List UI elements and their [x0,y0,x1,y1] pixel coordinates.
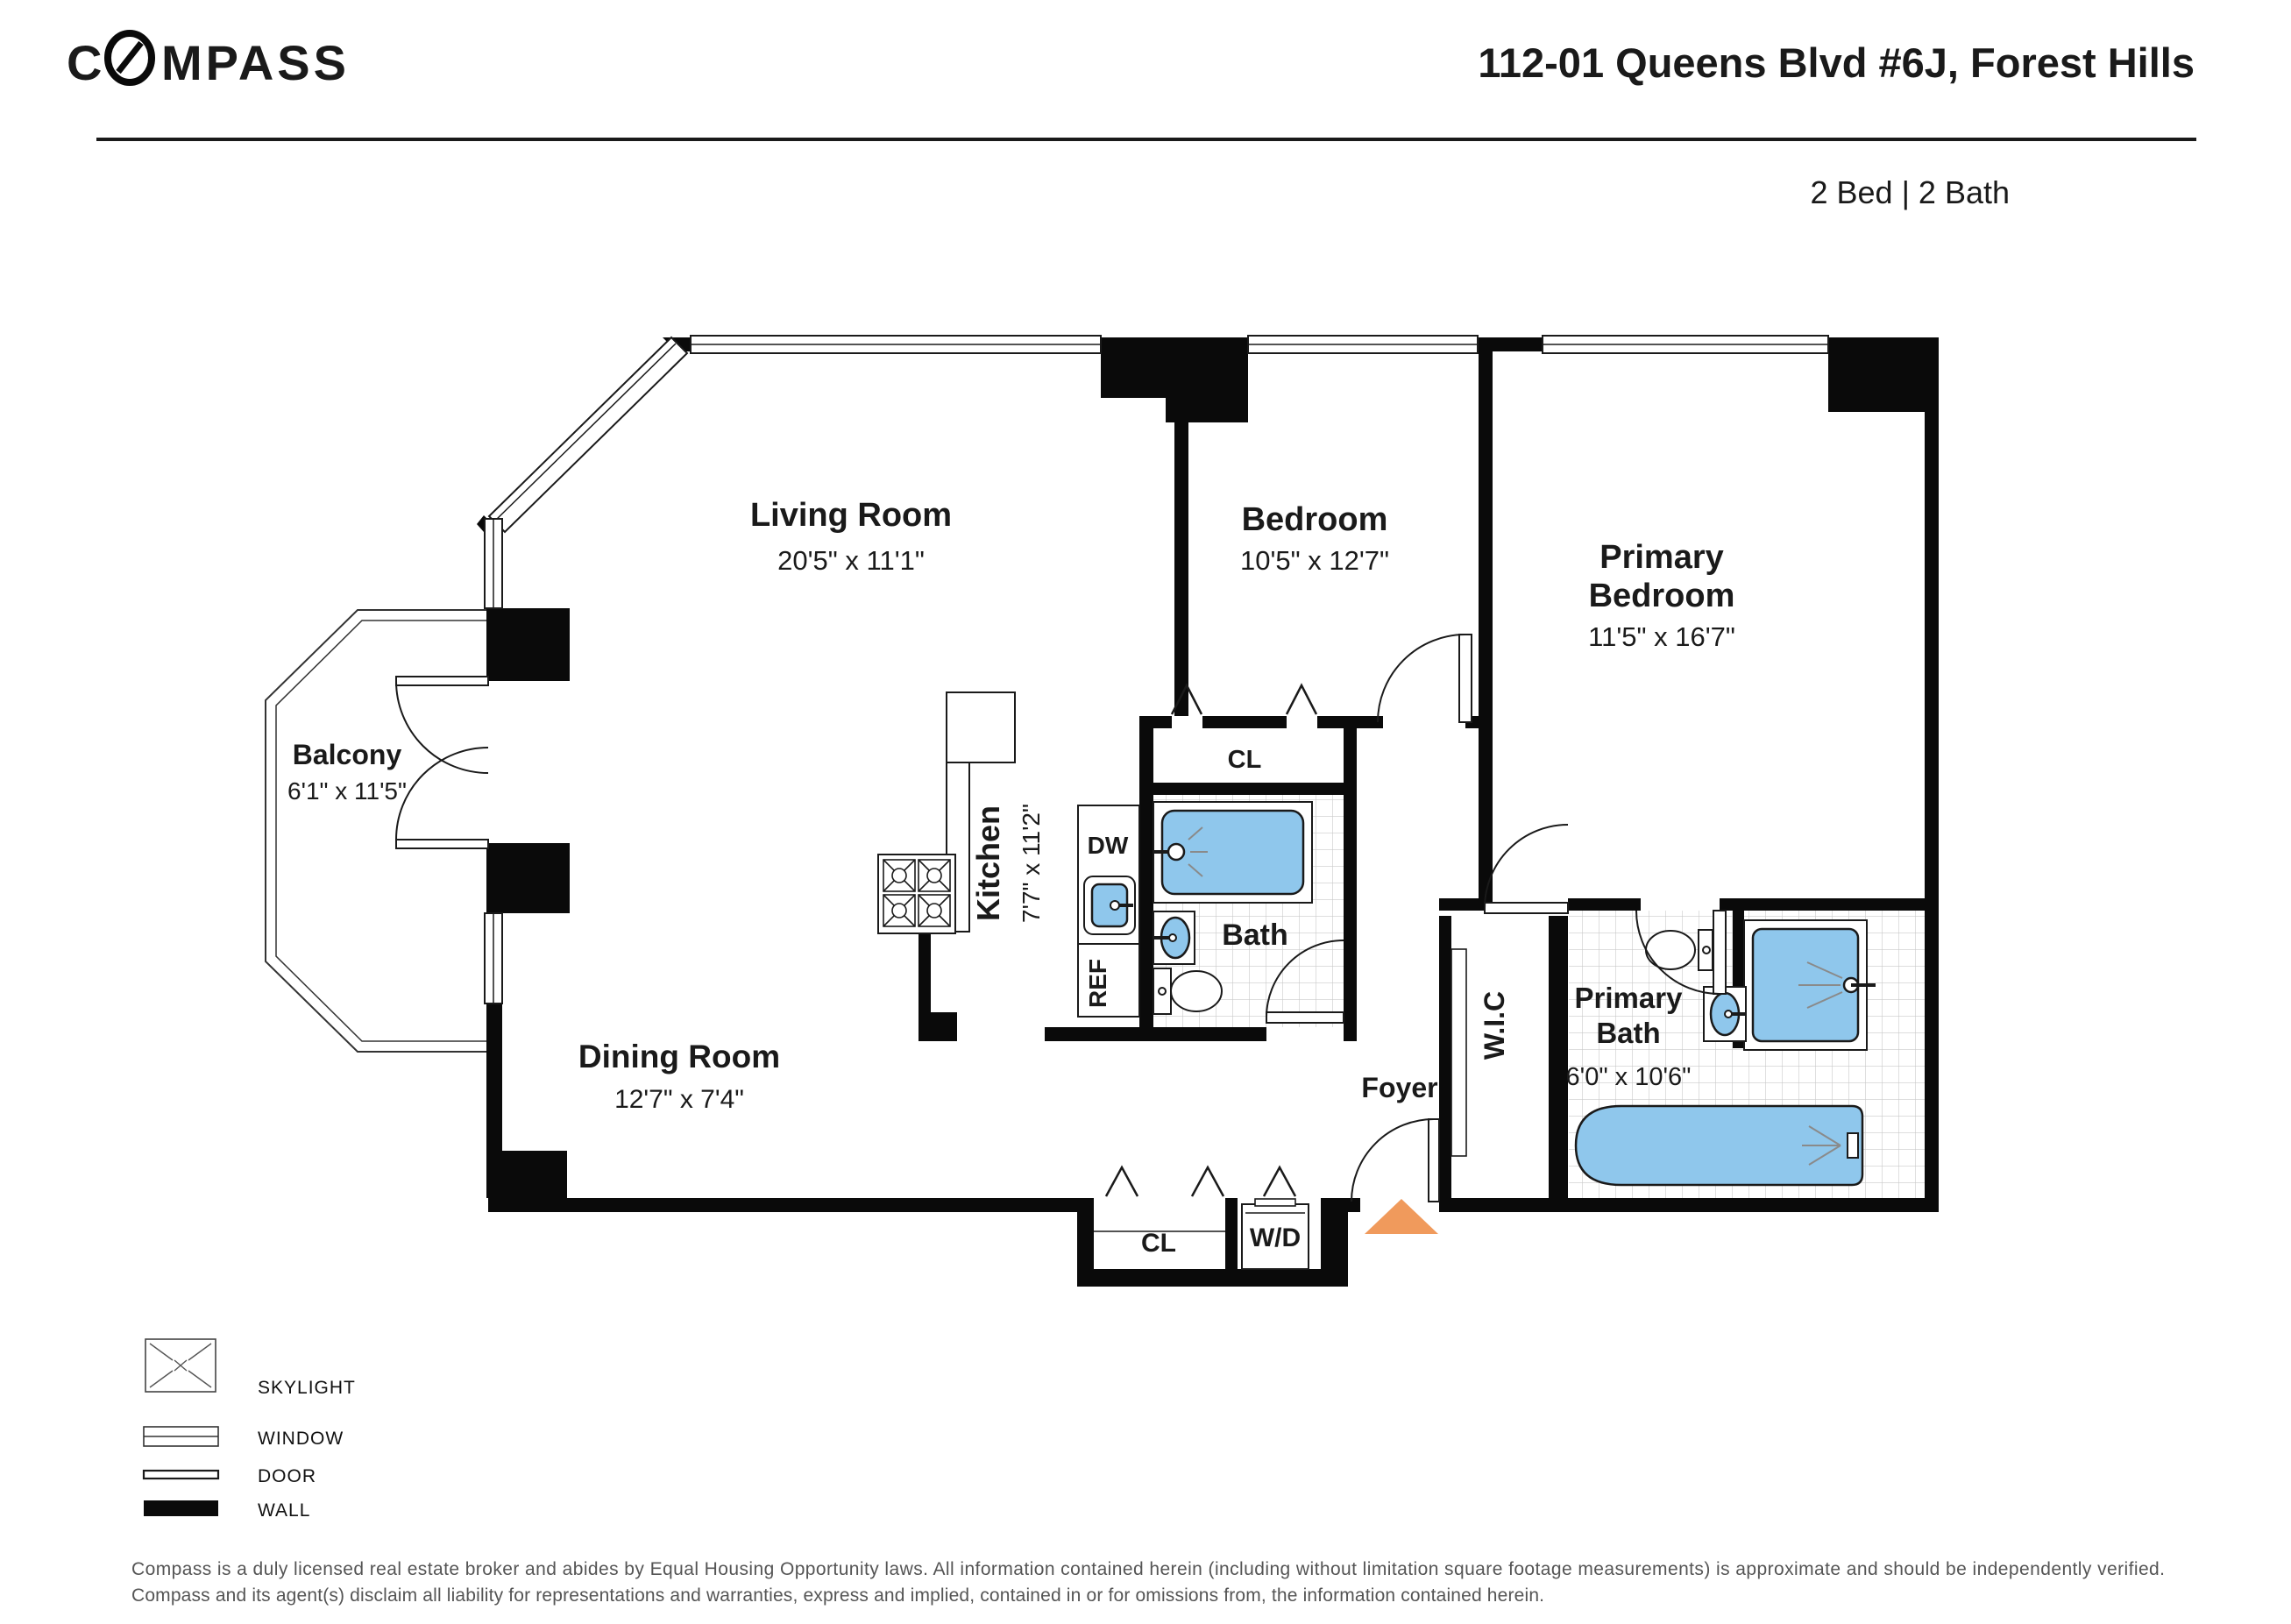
kitchen-dims: 7'7" x 11'2" [1018,804,1045,923]
closet-bifold-icon-5 [1262,1165,1297,1197]
bath-door [1266,940,1344,1024]
window-top-primary [1542,335,1829,354]
legend: SKYLIGHT WINDOW DOOR WALL [142,1338,356,1521]
refrigerator-label: REF [1084,959,1111,1008]
window-symbol-icon [143,1426,219,1447]
floor-plan: Living Room 20'5" x 11'1" Bedroom 10'5" … [265,335,1939,1287]
entry-arrow-icon [1365,1199,1438,1234]
bedroom-door [1377,634,1472,723]
primary-bath-door [1635,910,1727,995]
kitchen-label: Kitchen [970,805,1006,921]
primary-bath-fixtures [1574,919,1876,1187]
bathtub-icon [1153,801,1313,904]
header-rule [96,138,2196,141]
window-top-bedroom [1247,335,1479,354]
legend-wall-label: WALL [258,1500,310,1521]
kitchen-fixtures [877,691,1140,1018]
primary-bath-label-2: Bath [1596,1017,1660,1049]
primary-tub-icon [1574,1104,1864,1187]
window-left-lower [484,912,503,1004]
primary-bedroom-label-1: Primary [1599,539,1724,576]
room-labels: Living Room 20'5" x 11'1" Bedroom 10'5" … [287,497,1735,1258]
kitchen-sink-icon [1083,876,1136,935]
bath-label: Bath [1222,918,1288,952]
disclaimer-line-1: Compass is a duly licensed real estate b… [131,1559,2165,1579]
kitchen-cabinet [946,691,1016,763]
wic-label: W.I.C [1479,991,1510,1060]
living-room-dims: 20'5" x 11'1" [777,545,925,576]
logo-letter-c: C [67,35,104,90]
bath-sink-icon [1153,911,1195,965]
primary-bedroom-dims: 11'5" x 16'7" [1588,621,1735,652]
skylight-symbol-icon [145,1338,216,1393]
wall-symbol-icon [144,1500,218,1516]
closet-hall-label: CL [1228,746,1262,774]
primary-bedroom-label-2: Bedroom [1589,578,1735,614]
washer-dryer-label: W/D [1250,1223,1301,1252]
bed-bath-subtitle: 2 Bed | 2 Bath [1810,174,2010,210]
compass-dial-icon [104,30,155,86]
stove-icon [877,854,956,934]
primary-bath-dims: 6'0" x 10'6" [1566,1063,1692,1091]
washer-dryer-icon [1241,1198,1309,1270]
foyer-label: Foyer [1361,1072,1437,1103]
balcony-dims: 6'1" x 11'5" [287,777,407,805]
balcony-outline [265,609,488,1053]
disclaimer-line-2: Compass and its agent(s) disclaim all li… [131,1585,1544,1606]
closet-bifold-icon-1 [1170,683,1203,715]
balcony-label: Balcony [293,739,402,770]
page-title: 112-01 Queens Blvd #6J, Forest Hills [1478,39,2195,86]
primary-bedroom-door [1484,824,1569,914]
windows [484,335,1829,1004]
compass-logo: C MPASS [67,30,350,90]
balcony-french-door-top [395,676,489,774]
window-top-living [690,335,1102,354]
closet-bifold-icon-4 [1190,1165,1225,1197]
legend-window-label: WINDOW [258,1429,344,1449]
window-diagonal [487,336,689,534]
closet-bifold-icon-2 [1285,683,1318,715]
disclaimer: Compass is a duly licensed real estate b… [131,1559,2165,1606]
closet-bifold-icon-3 [1104,1165,1139,1197]
window-left-upper [484,518,503,609]
balcony-french-door-bottom [395,747,489,849]
wic-shelf [1450,948,1467,1157]
toilet-icon [1153,968,1223,1015]
primary-bath-label-1: Primary [1575,982,1684,1014]
dining-room-dims: 12'7" x 7'4" [614,1085,744,1114]
entry-door [1351,1118,1440,1202]
bedroom-label: Bedroom [1242,501,1388,538]
header: C MPASS 112-01 Queens Blvd #6J, Forest H… [67,30,2196,210]
door-symbol-icon [142,1469,220,1480]
closet-entry-label: CL [1141,1229,1176,1258]
walls [477,337,1939,1287]
doors [395,634,1727,1234]
living-room-label: Living Room [750,497,952,534]
entry-closet [1094,1198,1309,1270]
primary-sink-icon [1703,986,1747,1042]
bath-fixtures [1153,801,1313,1015]
legend-door-label: DOOR [258,1466,316,1486]
bedroom-dims: 10'5" x 12'7" [1240,545,1389,576]
dining-room-label: Dining Room [578,1039,780,1074]
dishwasher-label: DW [1088,832,1129,859]
logo-rest: MPASS [161,35,350,90]
legend-skylight-label: SKYLIGHT [258,1378,356,1398]
shower-icon [1743,919,1876,1051]
